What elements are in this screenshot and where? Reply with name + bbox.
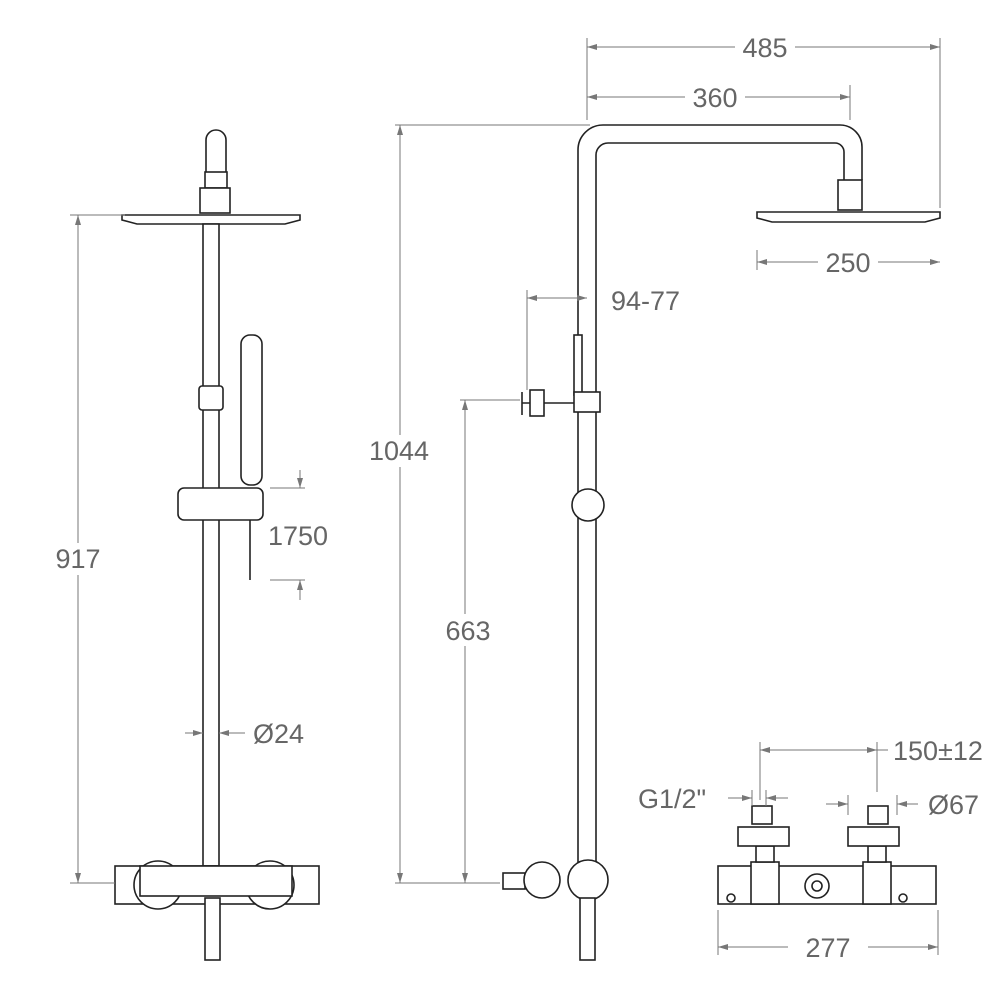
rain-shower-head: [121, 214, 301, 225]
dim-663: 663: [445, 616, 490, 646]
side-dimensions: 485 360 250 94-77 1044 663: [365, 32, 941, 884]
dim-485: 485: [742, 33, 787, 63]
inlet-nut: [502, 872, 526, 890]
outlet-pipe: [579, 897, 596, 961]
escutcheon: [523, 861, 561, 899]
right-nut: [867, 845, 887, 863]
outlet-hole: [811, 880, 823, 892]
pipe-clamp: [573, 391, 601, 413]
mixer-dimensions: 150±12 G1/2" Ø67 277: [638, 736, 983, 963]
head-connector: [837, 179, 863, 211]
dim-917: 917: [55, 544, 100, 574]
mixer-body-side: [567, 859, 609, 901]
right-inlet-body: [862, 861, 892, 905]
outlet-pipe: [204, 897, 221, 961]
front-view: [114, 129, 320, 961]
hand-shower: [240, 334, 263, 486]
dim-inlet-thread: G1/2": [638, 784, 706, 814]
dim-277: 277: [805, 933, 850, 963]
hand-shower-profile: [573, 334, 583, 396]
left-inlet-pipe: [751, 805, 773, 825]
right-inlet-pipe: [867, 805, 889, 825]
dim-pipe-diameter: Ø24: [253, 719, 304, 749]
left-escutcheon: [737, 826, 790, 847]
rain-shower-head: [756, 211, 941, 223]
left-inlet-body: [750, 861, 780, 905]
front-dimensions: 917 1750 Ø24: [50, 214, 328, 884]
dim-1044: 1044: [369, 436, 429, 466]
left-nut: [755, 845, 775, 863]
slider-holder: [177, 487, 264, 521]
dim-360: 360: [692, 83, 737, 113]
wall-bracket-plate: [529, 389, 545, 417]
dim-escutcheon-diameter: Ø67: [928, 790, 979, 820]
shower-arm-top: [205, 129, 227, 185]
mixer-body: [139, 865, 293, 897]
side-view: [502, 124, 941, 961]
dim-250: 250: [825, 248, 870, 278]
dim-inlet-spacing: 150±12: [893, 736, 983, 766]
right-escutcheon: [847, 826, 900, 847]
head-connector: [199, 187, 231, 214]
mixer-detail-view: [717, 805, 937, 905]
riser-and-arm: [577, 124, 863, 880]
dim-1750: 1750: [268, 521, 328, 551]
slider-knob: [571, 488, 605, 522]
swivel-joint: [204, 171, 228, 189]
riser-pipe: [202, 223, 220, 867]
dim-94-77: 94-77: [611, 286, 680, 316]
pipe-bracket: [198, 385, 224, 411]
